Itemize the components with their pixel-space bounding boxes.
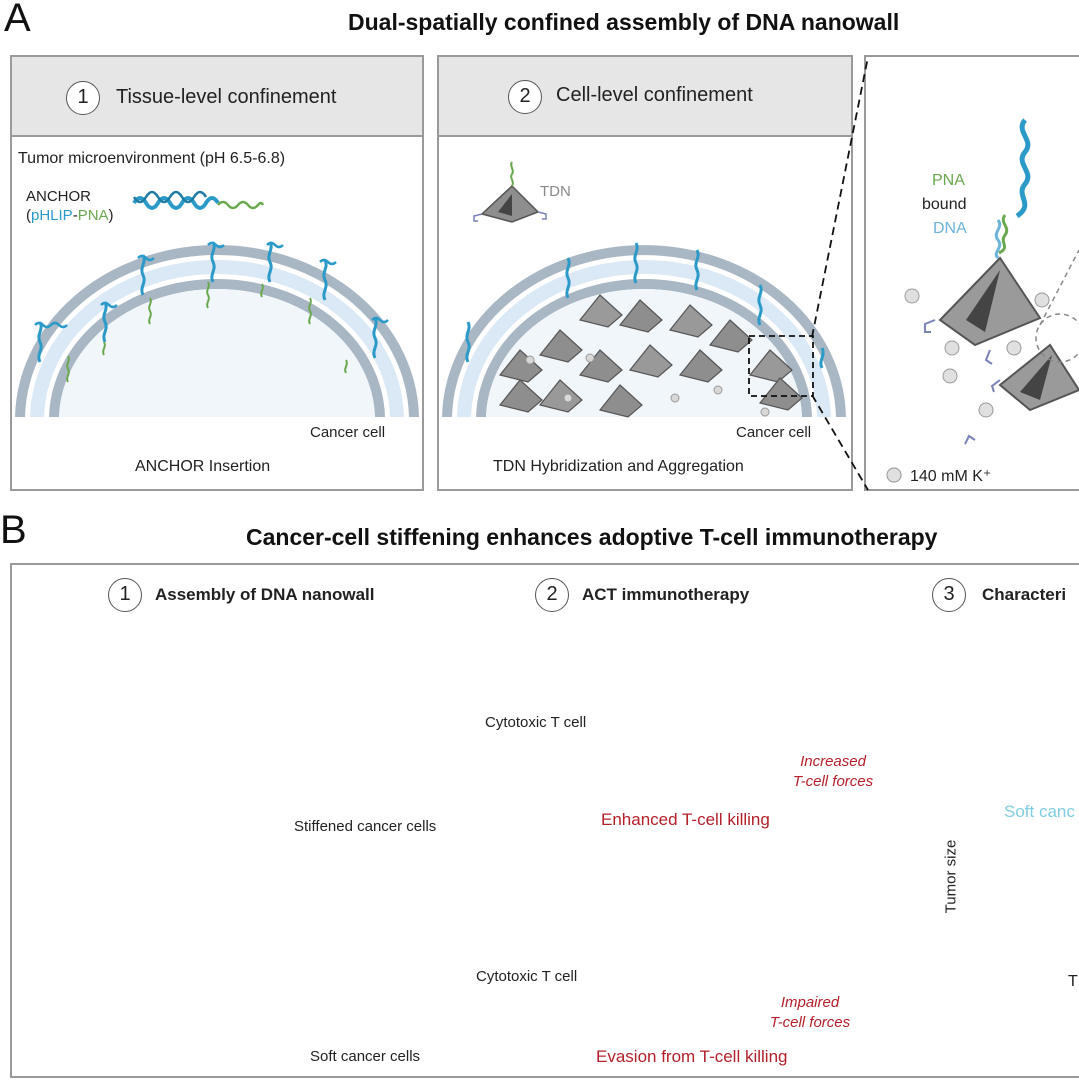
- impaired-line-1: Impaired: [780, 994, 840, 1011]
- assembly-step-label: Assembly of DNA nanowall: [155, 585, 375, 604]
- zoom-indicator: [748, 335, 814, 397]
- panel-a-title: Dual-spatially confined assembly of DNA …: [348, 9, 900, 35]
- characterization-step-label: Characteri: [982, 585, 1067, 604]
- tme-label: Tumor microenvironment (pH 6.5-6.8): [18, 150, 286, 167]
- panel-b-letter: B: [0, 508, 27, 552]
- panel-b-box: [10, 563, 1079, 1078]
- anchor-legend-helix: [132, 190, 265, 210]
- impaired-forces-label: Impaired T-cell forces: [755, 993, 865, 1033]
- tdn-legend-icon: [473, 161, 547, 223]
- tissue-confinement-box: [10, 55, 424, 491]
- step-number-a1: 1: [66, 81, 100, 115]
- cell-membrane-1: [15, 245, 419, 417]
- paren-close: ): [108, 207, 114, 224]
- panel-a-letter: A: [4, 0, 31, 40]
- panel-b-title: Cancer-cell stiffening enhances adoptive…: [246, 524, 938, 550]
- tcell-label-top: Cytotoxic T cell: [485, 714, 587, 731]
- act-step-label: ACT immunotherapy: [582, 585, 750, 604]
- chart-x-axis-label: T: [1068, 973, 1078, 990]
- phlip-label: pHLIP: [31, 207, 73, 224]
- impaired-line-2: T-cell forces: [769, 1014, 851, 1031]
- membrane-anchors-2: [465, 242, 825, 369]
- potassium-label: 140 mM K⁺: [910, 468, 992, 485]
- increased-line-1: Increased: [800, 753, 866, 770]
- cancer-cell-label-1: Cancer cell: [310, 424, 386, 441]
- tdn-label: TDN: [540, 183, 571, 200]
- step-number-b2: 2: [535, 578, 569, 612]
- anchor-label: ANCHOR: [26, 188, 92, 205]
- potassium-ions-2: [525, 353, 770, 417]
- cell-confinement-label: Cell-level confinement: [556, 84, 753, 106]
- anchor-composition: (pHLIP-PNA): [26, 207, 114, 224]
- tissue-confinement-label: Tissue-level confinement: [116, 86, 337, 108]
- zoom-dna-label: DNA: [933, 220, 967, 237]
- soft-cells-label: Soft cancer cells: [310, 1048, 421, 1065]
- paren-open: (: [26, 207, 31, 224]
- step-number-b1: 1: [108, 578, 142, 612]
- anchor-insertion-caption: ANCHOR Insertion: [135, 458, 271, 475]
- step-number-b3: 3: [932, 578, 966, 612]
- cell-confinement-header: [439, 57, 851, 137]
- tdn-caption: TDN Hybridization and Aggregation: [493, 458, 744, 475]
- chart-y-axis-label: Tumor size: [942, 839, 960, 914]
- zoom-detail: [886, 118, 1079, 483]
- anchor-molecules: [34, 241, 389, 383]
- enhanced-killing-label: Enhanced T-cell killing: [601, 810, 770, 829]
- pna-label: PNA: [77, 207, 109, 224]
- dash-label: -: [72, 207, 78, 224]
- chart-soft-label: Soft canc: [1004, 802, 1075, 821]
- increased-line-2: T-cell forces: [792, 773, 874, 790]
- evasion-label: Evasion from T-cell killing: [596, 1047, 788, 1066]
- zoom-pna-label: PNA: [932, 172, 965, 189]
- zoom-box: [864, 55, 1079, 491]
- increased-forces-label: Increased T-cell forces: [778, 752, 888, 792]
- potassium-legend-icon: [886, 467, 902, 483]
- zoom-bound-label: bound: [922, 196, 967, 213]
- tdn-aggregation: [498, 294, 803, 418]
- tcell-label-bottom: Cytotoxic T cell: [476, 968, 578, 985]
- cancer-cell-label-2: Cancer cell: [736, 424, 812, 441]
- step-number-a2: 2: [508, 80, 542, 114]
- stiffened-cells-label: Stiffened cancer cells: [294, 818, 437, 835]
